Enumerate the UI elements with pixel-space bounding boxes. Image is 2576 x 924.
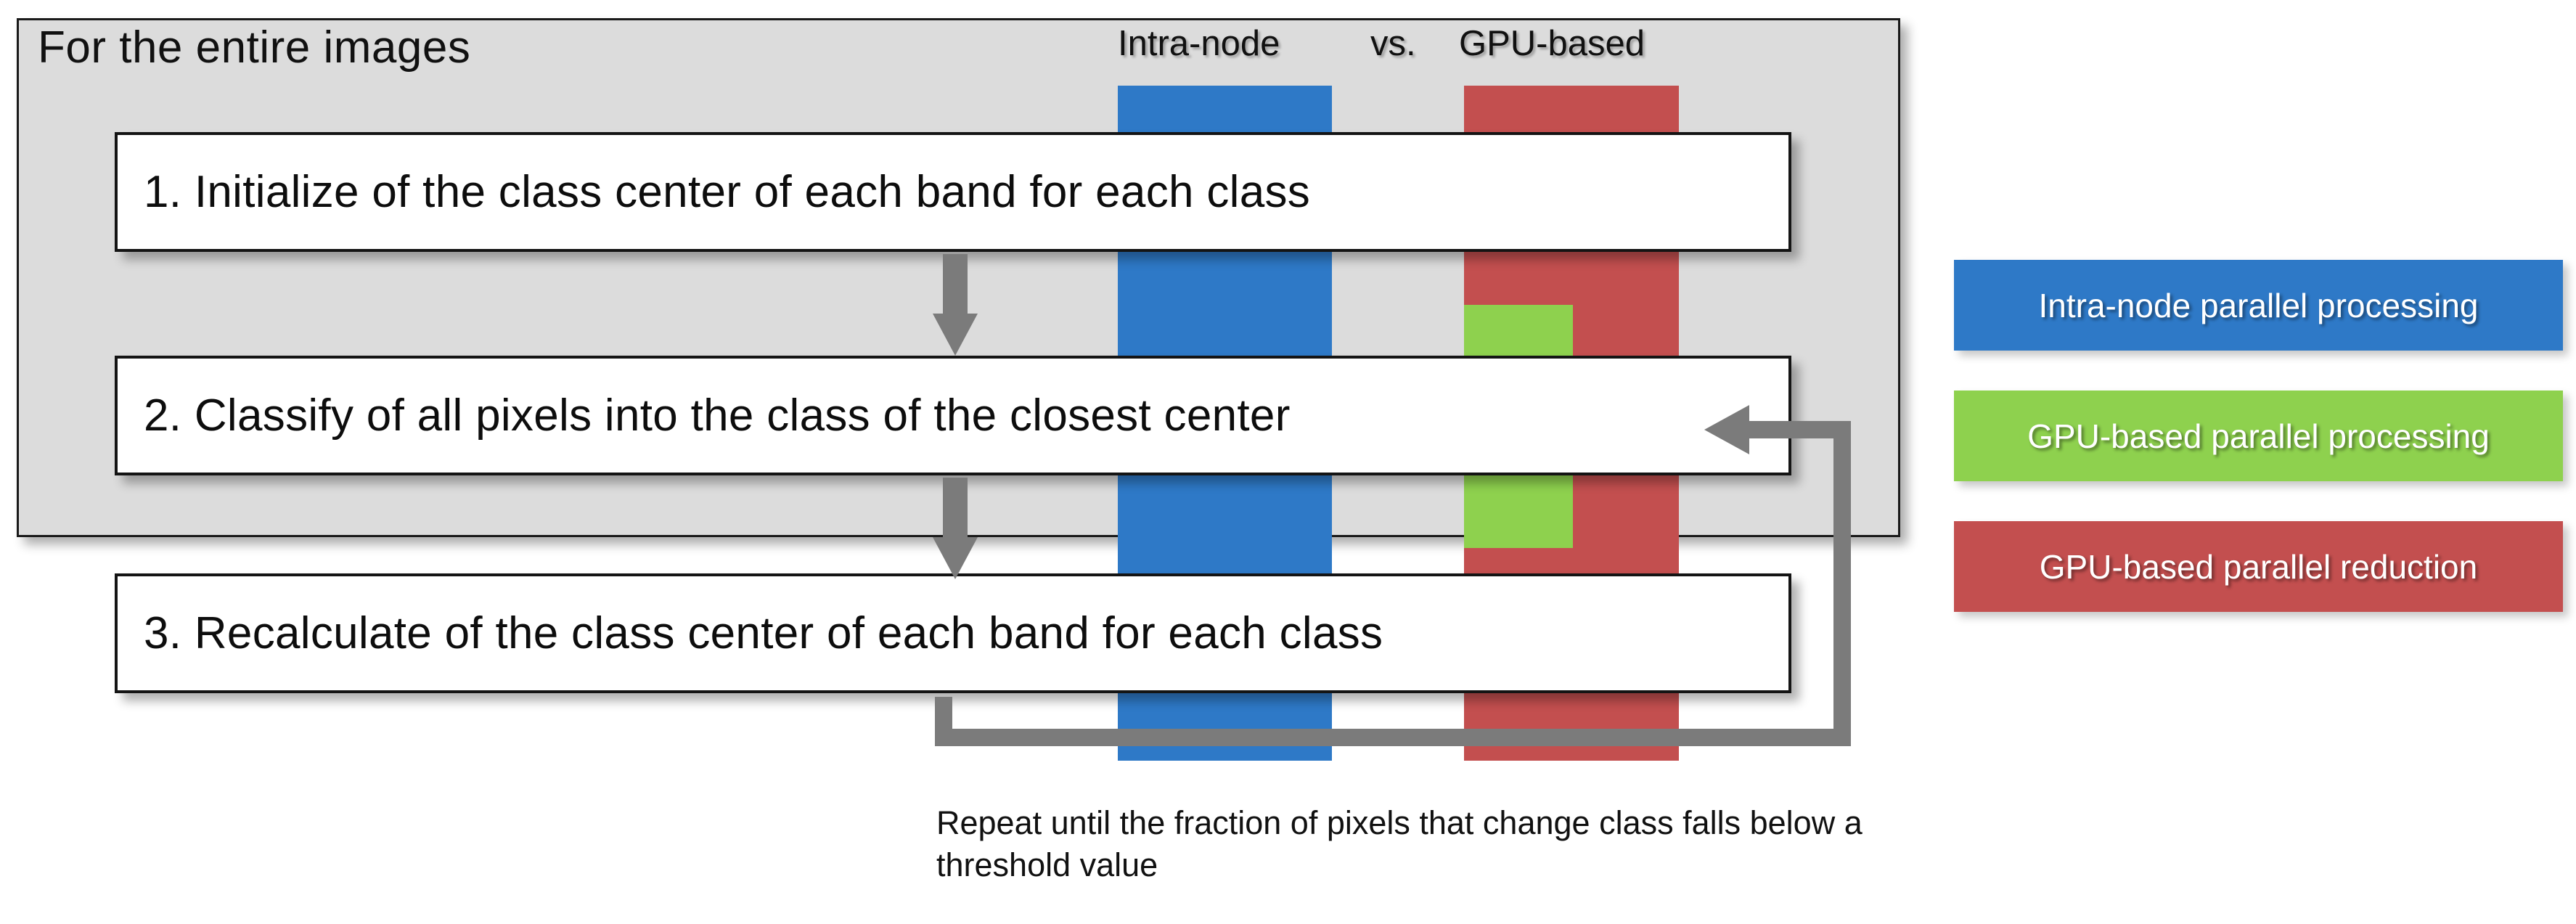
legend-item-intra-node: Intra-node parallel processing	[1954, 260, 2563, 351]
legend-label-gpu-processing: GPU-based parallel processing	[2027, 417, 2490, 455]
loop-segment-top	[1748, 421, 1851, 438]
loop-condition-caption: Repeat until the fraction of pixels that…	[936, 804, 1863, 883]
column-header-gpu-based: GPU-based	[1459, 24, 1645, 63]
step-box-1[interactable]: 1. Initialize of the class center of eac…	[115, 132, 1791, 252]
arrow-down-step1-to-step2	[933, 254, 978, 356]
legend-item-gpu-processing: GPU-based parallel processing	[1954, 391, 2563, 481]
arrow-head-icon	[933, 314, 978, 356]
arrow-down-step2-to-step3	[933, 478, 978, 579]
loop-segment-bottom	[935, 729, 1851, 746]
step-1-label: 1. Initialize of the class center of eac…	[144, 167, 1311, 217]
column-header-vs: vs.	[1370, 24, 1416, 63]
arrow-head-icon	[933, 537, 978, 579]
step-2-label: 2. Classify of all pixels into the class…	[144, 391, 1291, 441]
column-header-intra-node: Intra-node	[1118, 24, 1280, 63]
step-box-2[interactable]: 2. Classify of all pixels into the class…	[115, 356, 1791, 475]
legend-item-gpu-reduction: GPU-based parallel reduction	[1954, 521, 2563, 612]
page-title: For the entire images	[38, 23, 471, 73]
arrow-shaft	[943, 478, 968, 539]
step-3-label: 3. Recalculate of the class center of ea…	[144, 608, 1383, 658]
legend: Intra-node parallel processing GPU-based…	[1954, 260, 2563, 652]
loop-arrow-head-icon	[1704, 405, 1749, 454]
legend-label-intra-node: Intra-node parallel processing	[2038, 286, 2479, 324]
arrow-shaft	[943, 254, 968, 315]
feedback-loop-arrow	[929, 405, 1865, 784]
step-box-3[interactable]: 3. Recalculate of the class center of ea…	[115, 573, 1791, 693]
legend-label-gpu-reduction: GPU-based parallel reduction	[2039, 547, 2478, 586]
loop-segment-right	[1833, 421, 1851, 746]
